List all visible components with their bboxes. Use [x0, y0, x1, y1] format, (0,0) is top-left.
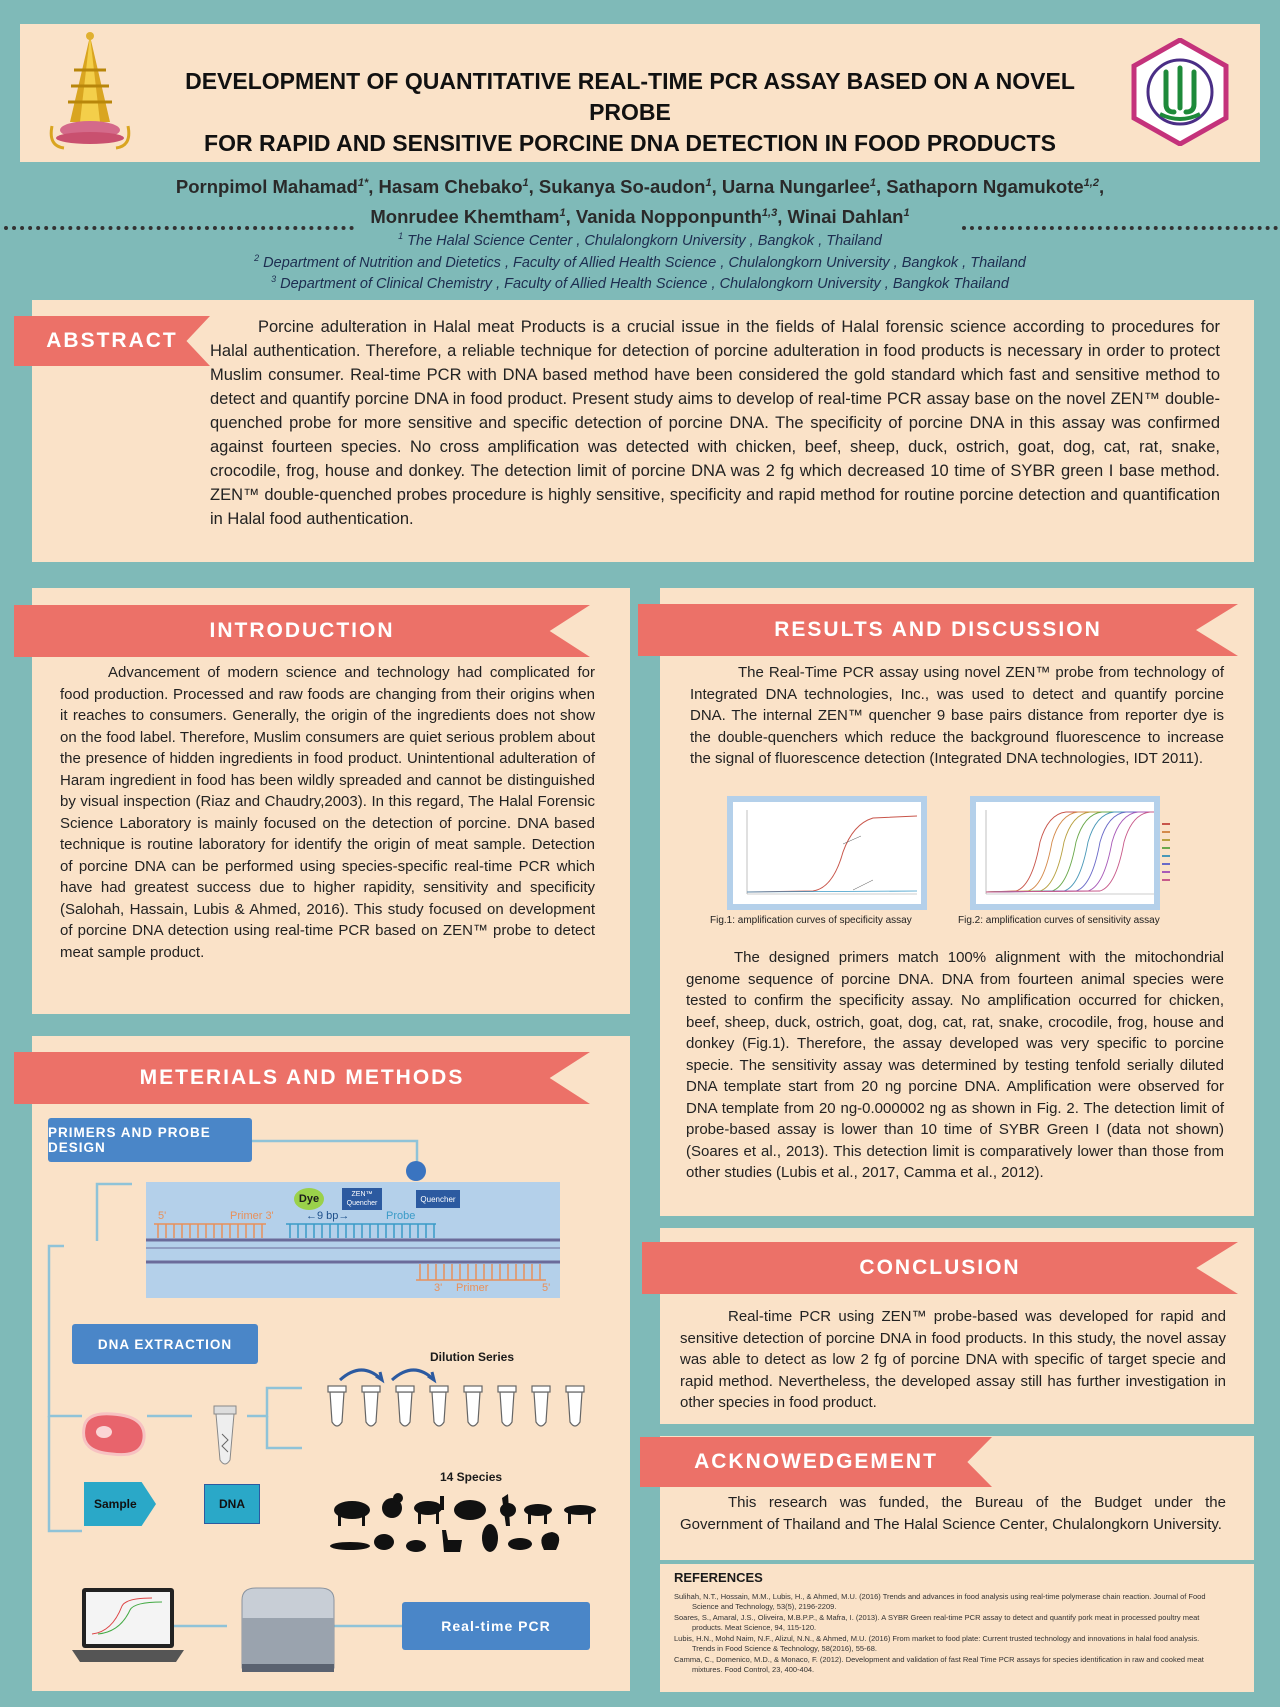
- dna-extraction-box: DNA EXTRACTION: [72, 1324, 258, 1364]
- introduction-panel: [32, 588, 630, 1014]
- author-sup: 1: [559, 207, 566, 220]
- primer-bottom-label: Primer: [456, 1282, 489, 1294]
- pcr-machine-icon: [241, 1587, 335, 1672]
- affiliation-2: 2 Department of Nutrition and Dietetics …: [140, 253, 1140, 271]
- primer-top-label: Primer 3': [230, 1210, 274, 1222]
- dotted-divider-right: [962, 226, 1278, 230]
- results-text-2: The designed primers match 100% alignmen…: [686, 949, 1224, 1181]
- author-sup: 1*: [357, 177, 369, 189]
- figure-1-plot: [733, 802, 921, 904]
- dotted-divider-left: [4, 226, 354, 230]
- authors: Pornpimol Mahamad1*, Hasam Chebako1, Suk…: [140, 170, 1140, 230]
- dye-label: Dye: [294, 1188, 324, 1210]
- halal-logo-icon: [1131, 38, 1229, 146]
- abstract-text: Porcine adulteration in Halal meat Produ…: [210, 318, 1220, 528]
- poster-title-line1: DEVELOPMENT OF QUANTITATIVE REAL-TIME PC…: [185, 68, 1075, 125]
- abstract-panel: [32, 300, 1254, 562]
- author: , Hasam Chebako: [368, 176, 523, 198]
- conclusion-text: Real-time PCR using ZEN™ probe-based was…: [680, 1308, 1226, 1411]
- figure-1-caption: Fig.1: amplification curves of specifici…: [710, 915, 912, 926]
- five-prime-bottom: 5': [542, 1282, 551, 1294]
- references-panel: [660, 1564, 1254, 1692]
- author: , Sathaporn Ngamukote: [876, 176, 1084, 198]
- poster-title: DEVELOPMENT OF QUANTITATIVE REAL-TIME PC…: [150, 66, 1110, 159]
- realtime-pcr-box: Real-time PCR: [402, 1602, 590, 1650]
- figure-1: [727, 796, 927, 910]
- abstract-heading: ABSTRACT: [14, 316, 210, 366]
- author: Monrudee Khemtham: [370, 206, 560, 228]
- zen-quencher-box: ZEN™ Quencher: [342, 1188, 382, 1210]
- dilution-series-label: Dilution Series: [430, 1350, 515, 1364]
- figure-2: [970, 796, 1160, 910]
- conclusion-heading: CONCLUSION: [642, 1242, 1238, 1294]
- laptop-icon: [72, 1588, 184, 1662]
- dna-strands: [146, 1223, 560, 1281]
- primer-probe-diagram: Dye ZEN™ Quencher Quencher 5' Primer 3' …: [146, 1182, 560, 1298]
- quencher-box: Quencher: [416, 1190, 460, 1208]
- introduction-heading: INTRODUCTION: [14, 605, 590, 657]
- authors-line1: Pornpimol Mahamad1*, Hasam Chebako1, Suk…: [140, 170, 1140, 200]
- results-heading: RESULTS AND DISCUSSION: [638, 604, 1238, 656]
- dilution-tubes-icon: [327, 1368, 585, 1427]
- five-prime-top: 5': [158, 1210, 167, 1222]
- affiliation-text: Department of Nutrition and Dietetics , …: [259, 254, 1026, 271]
- primers-probe-design-box: PRIMERS AND PROBE DESIGN: [48, 1118, 252, 1162]
- meat-icon: [82, 1412, 146, 1457]
- tube-icon: [213, 1405, 237, 1465]
- poster-title-line2: FOR RAPID AND SENSITIVE PORCINE DNA DETE…: [204, 130, 1056, 156]
- figure-2-legend: [1162, 823, 1170, 881]
- probe-label: Probe: [386, 1210, 416, 1222]
- affiliation-3: 3 Department of Clinical Chemistry , Fac…: [140, 274, 1140, 292]
- author: ,: [1098, 176, 1105, 198]
- zen-label: ZEN™: [351, 1191, 373, 1198]
- reference-item: Lubis, H.N., Mohd Naim, N.F., Alizul, N.…: [674, 1634, 1200, 1653]
- author-sup: 1: [869, 177, 877, 189]
- animal-silhouettes-icon: [330, 1493, 596, 1552]
- introduction-text: Advancement of modern science and techno…: [60, 664, 595, 961]
- methods-heading: METERIALS AND METHODS: [14, 1052, 590, 1104]
- author: , Vanida Nopponpunth: [565, 206, 762, 228]
- connector-dot-icon: [406, 1161, 426, 1181]
- sample-box: Sample: [84, 1482, 156, 1526]
- crown-logo-icon: [49, 32, 131, 150]
- acknowledgement-text: This research was funded, the Bureau of …: [680, 1494, 1226, 1533]
- dna-box: DNA: [204, 1484, 260, 1524]
- figure-2-caption: Fig.2: amplification curves of sensitivi…: [958, 915, 1160, 926]
- references-list: Sulihah, N.T., Hossain, M.M., Lubis, H.,…: [674, 1592, 1224, 1676]
- sample-label: Sample: [94, 1497, 137, 1511]
- author-sup: 1,2: [1083, 177, 1099, 189]
- acknowledgement-heading: ACKNOWEDGEMENT: [640, 1437, 992, 1487]
- reference-item: Soares, S., Amaral, J.S., Oliveira, M.B.…: [674, 1613, 1200, 1632]
- affiliation-sup: 3: [271, 274, 277, 284]
- author: , Sukanya So-audon: [528, 176, 706, 198]
- figure-2-plot: [976, 802, 1154, 904]
- author-sup: 1: [705, 177, 712, 189]
- author-sup: 1: [903, 207, 910, 220]
- author-sup: 1,3: [761, 207, 778, 220]
- references-heading: REFERENCES: [674, 1570, 763, 1585]
- species-label: 14 Species: [440, 1470, 503, 1484]
- methods-flow-lines: [47, 1139, 419, 1628]
- reference-item: Sulihah, N.T., Hossain, M.M., Lubis, H.,…: [674, 1592, 1206, 1611]
- results-text-1: The Real-Time PCR assay using novel ZEN™…: [690, 664, 1224, 767]
- zen-sub-label: Quencher: [346, 1200, 378, 1207]
- header-panel: [20, 24, 1260, 162]
- reference-item: Camma, C., Domenico, M.D., & Monaco, F. …: [674, 1655, 1204, 1674]
- author: , Uarna Nungarlee: [711, 176, 870, 198]
- affiliation-1: 1 The Halal Science Center , Chulalongko…: [140, 231, 1140, 249]
- bp-label: ←9 bp→: [306, 1210, 350, 1222]
- affiliation-sup: 2: [254, 253, 260, 263]
- affiliation-text: The Halal Science Center , Chulalongkorn…: [403, 232, 882, 249]
- author: , Winai Dahlan: [777, 206, 904, 228]
- affiliation-sup: 1: [398, 231, 404, 241]
- authors-line2: Monrudee Khemtham1, Vanida Nopponpunth1,…: [140, 200, 1140, 230]
- author-sup: 1: [522, 177, 529, 189]
- author: Pornpimol Mahamad: [175, 176, 358, 198]
- affiliation-text: Department of Clinical Chemistry , Facul…: [276, 275, 1009, 292]
- three-prime-bottom: 3': [434, 1282, 443, 1294]
- dna-label: DNA: [219, 1497, 245, 1511]
